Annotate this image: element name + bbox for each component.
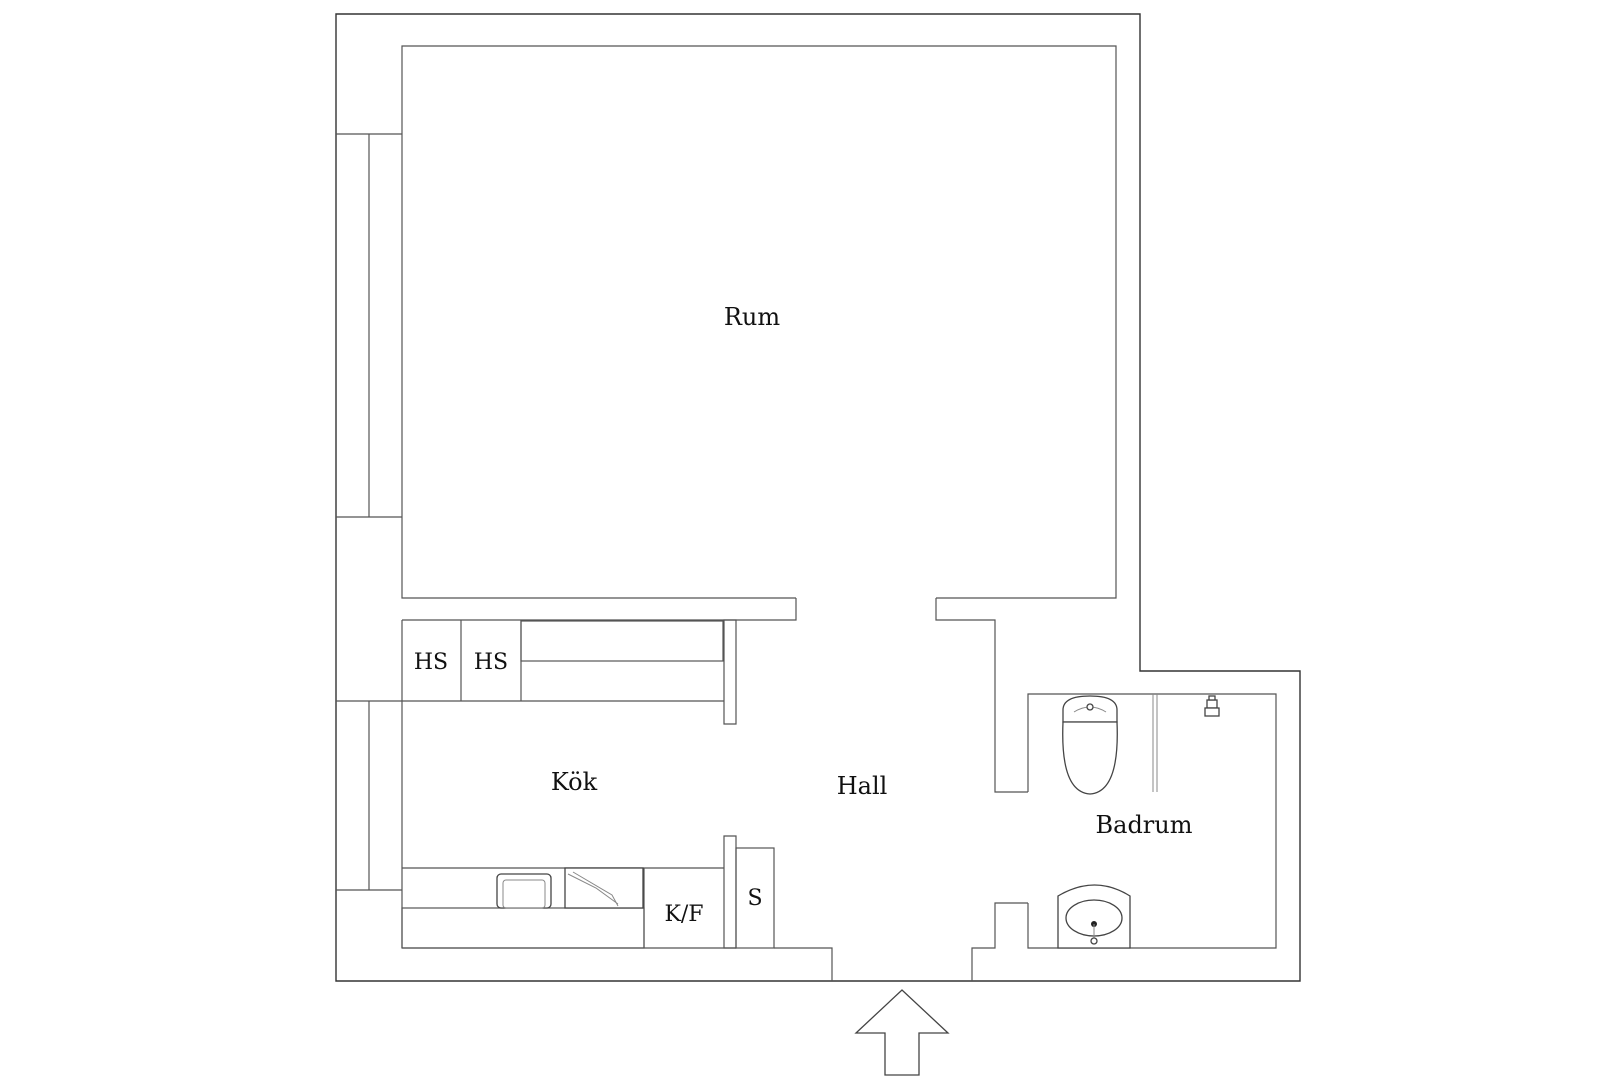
- outer-wall: [335, 13, 1301, 982]
- storage-label: S: [747, 886, 762, 911]
- closet-label-1: HS: [414, 650, 448, 675]
- room-label-rum: Rum: [724, 303, 781, 331]
- rum-room-outline: [401, 45, 1117, 599]
- entrance-arrow-icon: [854, 989, 950, 1076]
- kitchen-upper-closets: [401, 619, 737, 948]
- closet-label-2: HS: [474, 650, 508, 675]
- left-windows: [336, 133, 402, 891]
- shower-icon: [1204, 695, 1220, 717]
- room-label-badrum: Badrum: [1096, 811, 1193, 839]
- rum-door-wall-left: [402, 598, 797, 621]
- room-label-kok: Kök: [551, 768, 598, 796]
- dishrack-icon: [564, 867, 644, 909]
- sink-icon: [496, 873, 552, 909]
- bottom-inner-wall-left: [402, 947, 833, 981]
- bathroom-walls: [1027, 693, 1277, 949]
- toilet-icon: [1062, 695, 1118, 795]
- storage-closet: [735, 847, 775, 949]
- washbasin-icon: [1057, 884, 1131, 949]
- rum-door-wall-right: [935, 598, 1028, 793]
- room-label-hall: Hall: [837, 772, 888, 800]
- bottom-inner-wall-right: [971, 902, 1028, 981]
- fridge-freezer-label: K/F: [664, 902, 703, 927]
